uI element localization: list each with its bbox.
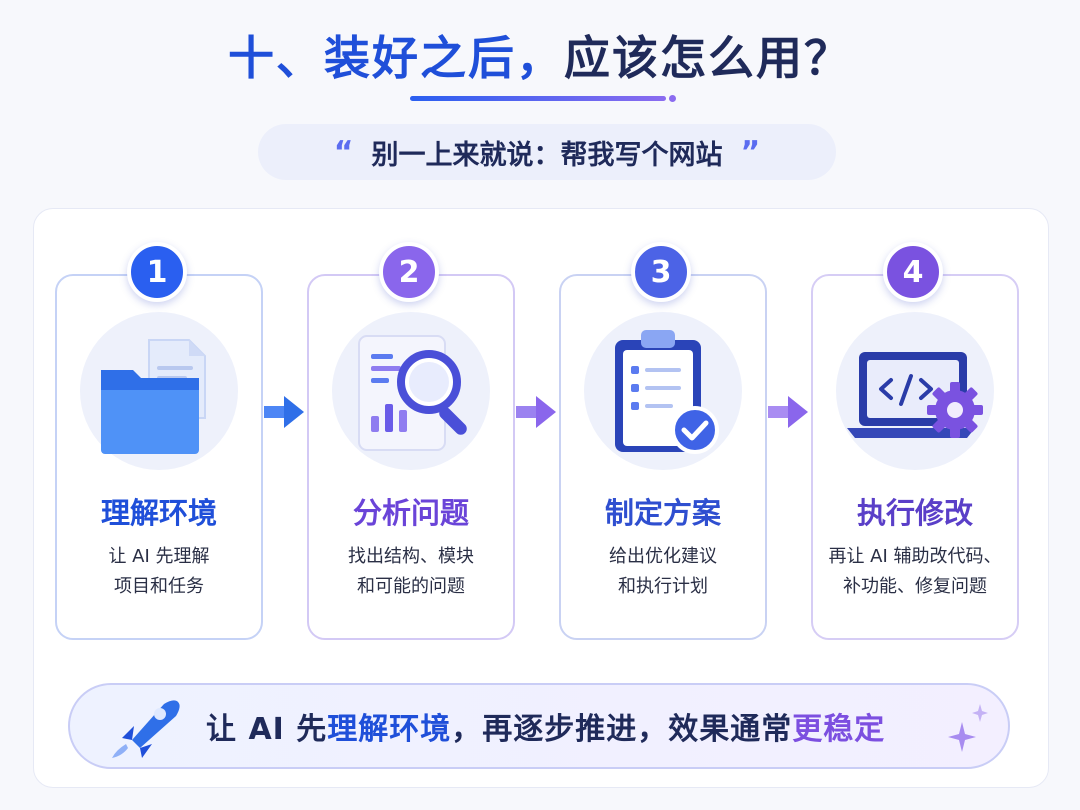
quote-text: 别一上来就说：帮我写个网站 bbox=[371, 139, 723, 171]
step-title-4: 执行修改 bbox=[856, 496, 973, 530]
summary-banner bbox=[68, 683, 1010, 769]
rocket-icon bbox=[112, 700, 180, 758]
summary-highlight: 理解环境 bbox=[327, 712, 452, 747]
arrow-right-icon bbox=[768, 396, 808, 428]
arrow-right-icon bbox=[264, 396, 304, 428]
step-desc-line: 项目和任务 bbox=[114, 576, 204, 597]
step-title-3: 制定方案 bbox=[604, 496, 721, 530]
step-title-2: 分析问题 bbox=[352, 496, 469, 530]
step-desc-1: 让 AI 先理解 项目和任务 bbox=[55, 542, 263, 602]
arrow-right-icon bbox=[516, 396, 556, 428]
step-desc-line: 补功能、修复问题 bbox=[843, 576, 987, 597]
summary-part: 让 AI 先 bbox=[206, 712, 328, 747]
folder-icon bbox=[101, 339, 206, 454]
step-number-1: 1 bbox=[127, 242, 187, 302]
step-desc-2: 找出结构、模块 和可能的问题 bbox=[307, 542, 515, 602]
sparkle-icon bbox=[948, 704, 988, 752]
step-desc-3: 给出优化建议 和执行计划 bbox=[559, 542, 767, 602]
clipboard-check-icon bbox=[615, 330, 719, 454]
quote-banner: “ 别一上来就说：帮我写个网站 ” bbox=[258, 124, 836, 180]
quote-open-icon: “ bbox=[333, 134, 354, 170]
step-desc-line: 找出结构、模块 bbox=[348, 546, 474, 567]
step-desc-line: 给出优化建议 bbox=[609, 546, 717, 567]
step-desc-line: 和执行计划 bbox=[618, 576, 708, 597]
step-number-3: 3 bbox=[631, 242, 691, 302]
step-desc-line: 和可能的问题 bbox=[357, 576, 465, 597]
step-title-1: 理解环境 bbox=[100, 496, 217, 530]
quote-close-icon: ” bbox=[740, 134, 761, 170]
page-title: 十、装好之后，应该怎么用？ bbox=[0, 22, 1080, 88]
step-number-4: 4 bbox=[883, 242, 943, 302]
laptop-code-gear-icon bbox=[847, 352, 983, 438]
step-number-2: 2 bbox=[379, 242, 439, 302]
step-desc-4: 再让 AI 辅助改代码、 补功能、修复问题 bbox=[811, 542, 1019, 602]
summary-highlight: 更稳定 bbox=[792, 712, 886, 747]
title-underline bbox=[410, 95, 676, 102]
step-desc-line: 再让 AI 辅助改代码、 bbox=[828, 546, 1002, 567]
step-desc-line: 让 AI 先理解 bbox=[108, 546, 210, 567]
summary-text: 让 AI 先理解环境，再逐步推进，效果通常更稳定 bbox=[206, 704, 885, 748]
magnifier-report-icon bbox=[358, 335, 467, 451]
summary-part: ，再逐步推进，效果通常 bbox=[451, 712, 793, 747]
title-part-dark: 应该怎么用？ bbox=[564, 31, 852, 85]
title-part-blue: 十、装好之后， bbox=[228, 31, 564, 85]
